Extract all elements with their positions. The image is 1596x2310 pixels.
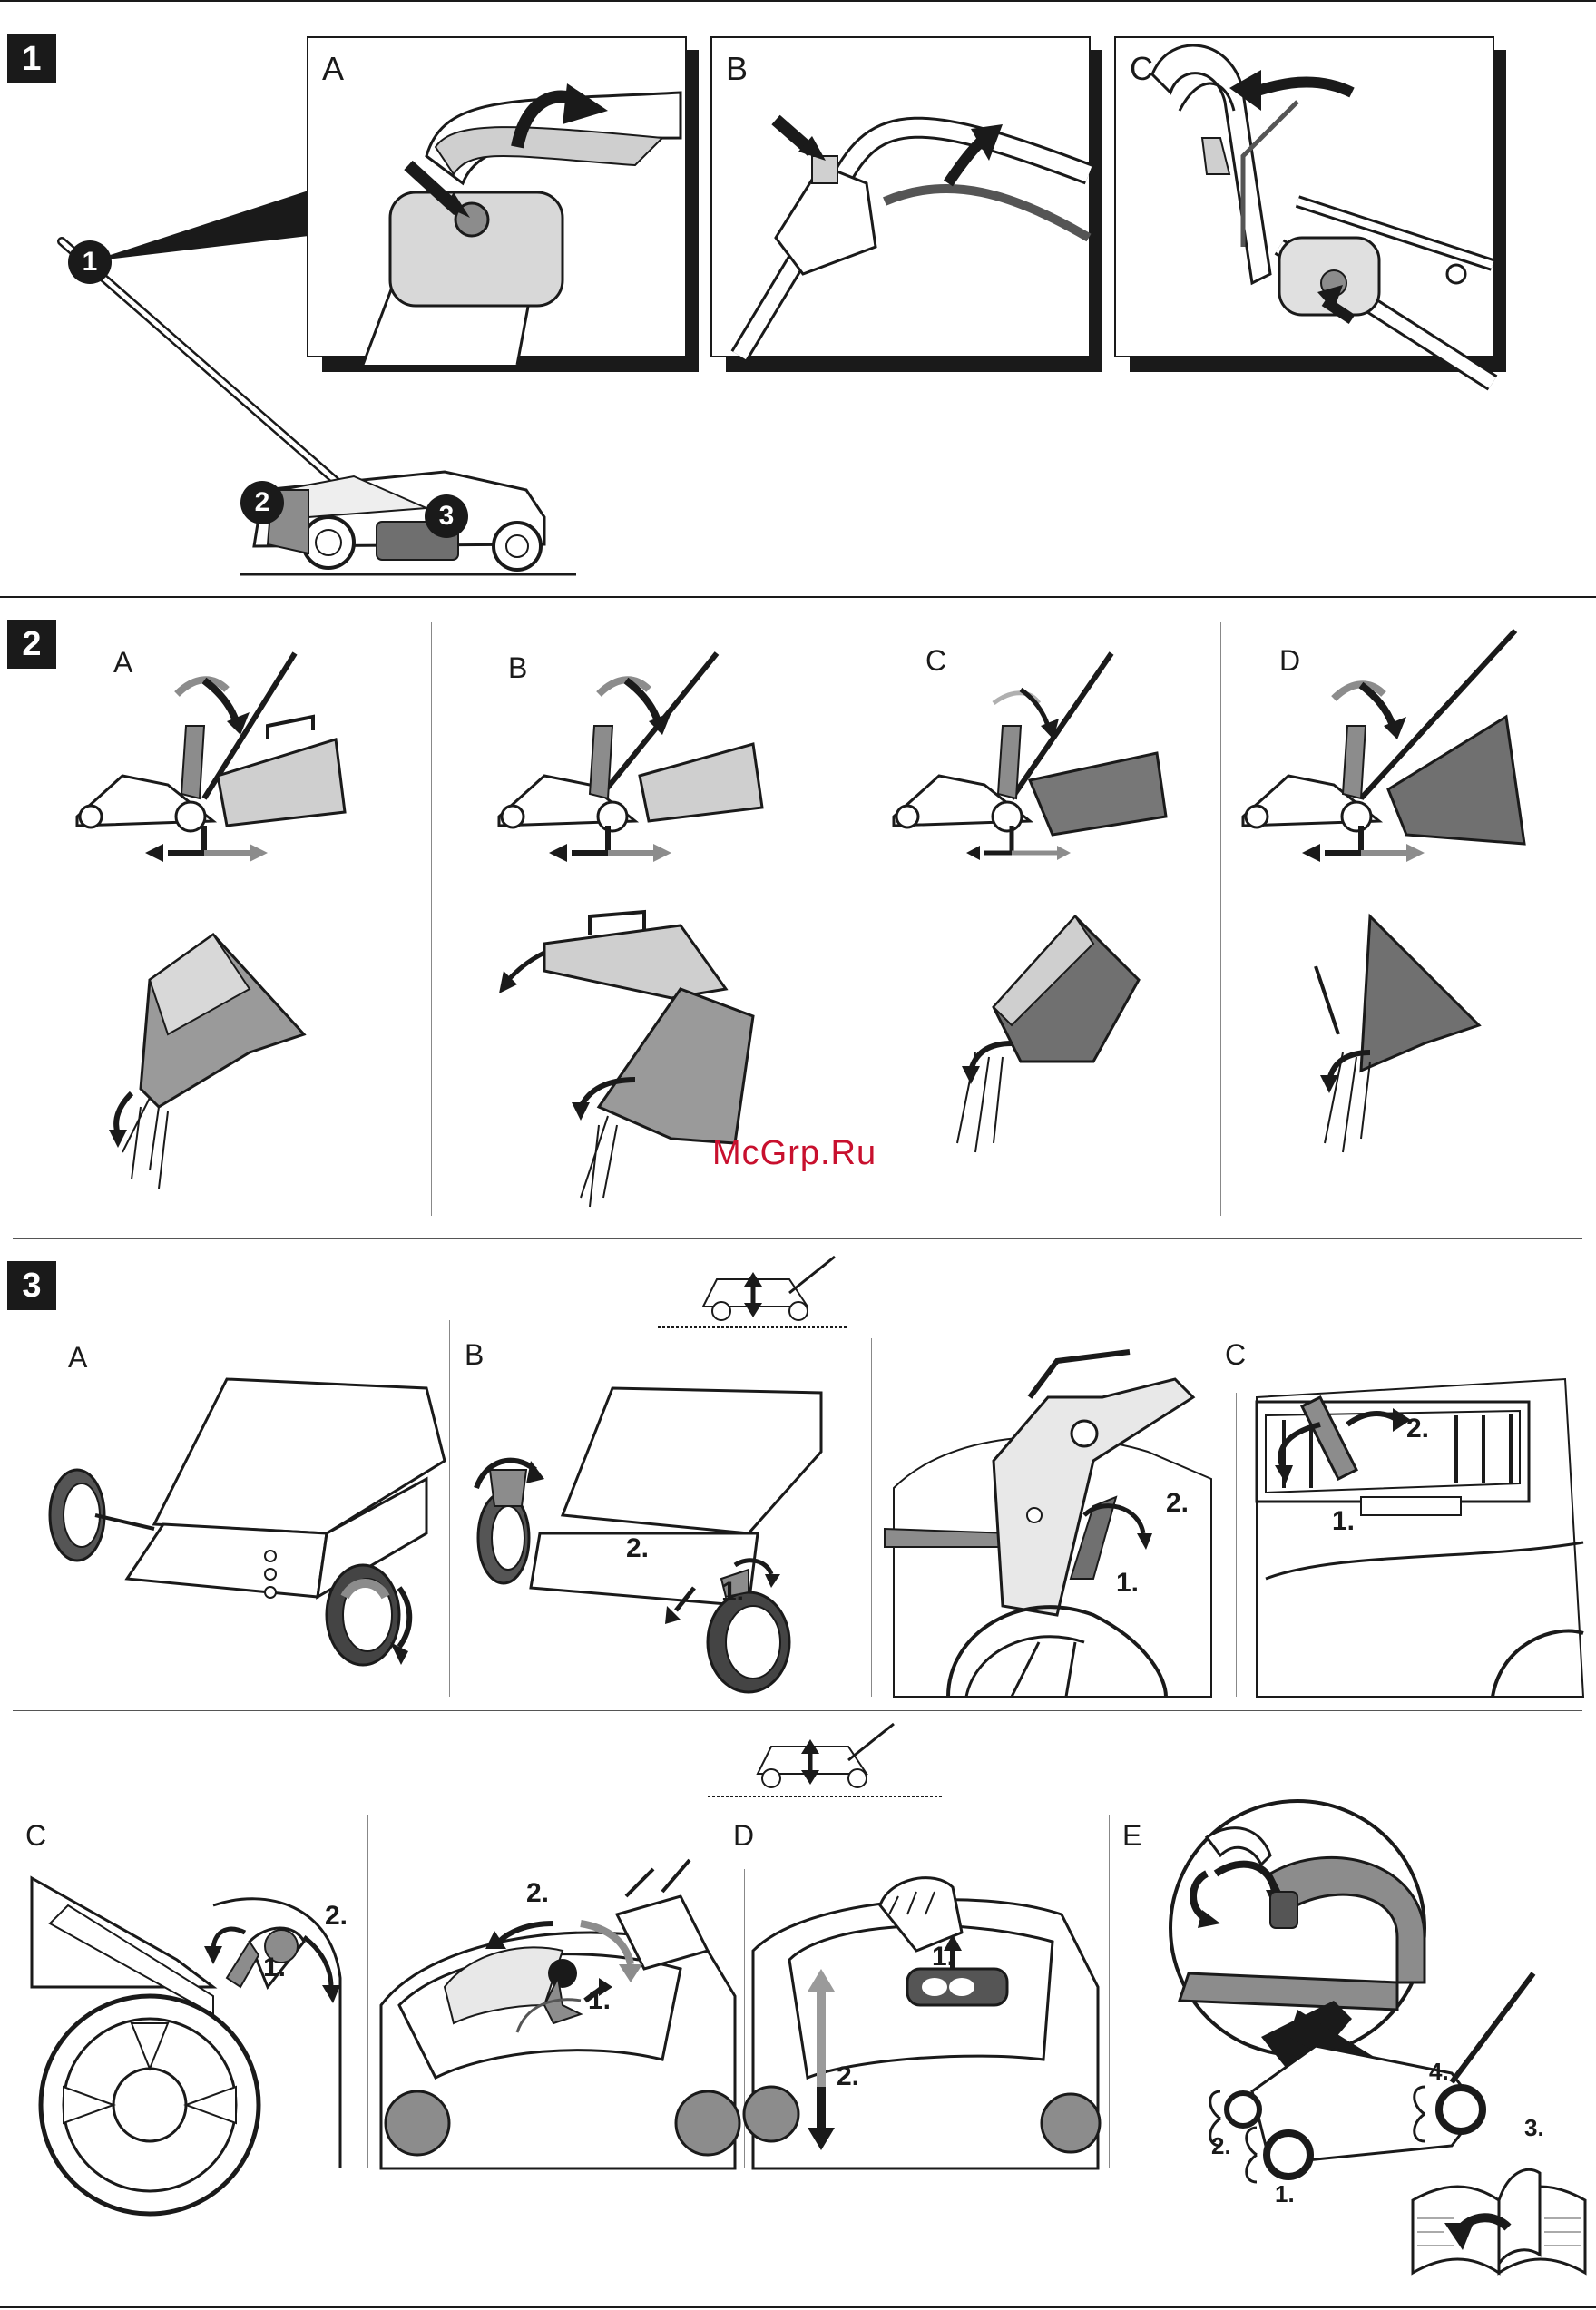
catcher-attach-illustration-a bbox=[68, 635, 367, 1198]
panel-letter-4d: D bbox=[733, 1819, 754, 1853]
catcher-attach-illustration-b bbox=[490, 635, 789, 1216]
step-label-4e-2: 2. bbox=[1211, 2132, 1231, 2160]
height-adjust-mower-icon-2 bbox=[703, 1719, 948, 1801]
divider-4-1 bbox=[367, 1815, 368, 2168]
catcher-attach-illustration-c bbox=[885, 635, 1184, 1198]
panel-letter-4e: E bbox=[1122, 1819, 1141, 1853]
catcher-attach-illustration-d bbox=[1234, 617, 1533, 1198]
handle-fold-lever-illustration bbox=[308, 38, 685, 356]
divider-2-3 bbox=[1220, 622, 1221, 1216]
step-label-3c-2: 2. bbox=[1406, 1414, 1429, 1444]
height-lever-3c-illustration bbox=[1248, 1343, 1583, 1697]
section-badge-2: 2 bbox=[7, 620, 56, 669]
step-label-4c2-2: 2. bbox=[526, 1878, 549, 1909]
panel-letter-3c: C bbox=[1225, 1338, 1246, 1372]
top-rule bbox=[0, 0, 1596, 2]
central-height-adjust-illustration bbox=[32, 1869, 358, 2168]
divider-2-1 bbox=[431, 622, 432, 1216]
switch-box-illustration bbox=[1116, 38, 1493, 356]
panel-letter-1c: C bbox=[1130, 50, 1153, 88]
step-label-4d-1: 1. bbox=[932, 1942, 955, 1972]
divider-4-3 bbox=[1109, 1815, 1110, 2168]
book-icon bbox=[1408, 2164, 1590, 2282]
section-2-rule bbox=[0, 596, 1596, 598]
bottom-rule bbox=[0, 2306, 1596, 2308]
divider-3-1 bbox=[449, 1320, 450, 1697]
step-label-4c-2: 2. bbox=[325, 1901, 348, 1932]
frame-1a bbox=[307, 36, 687, 357]
wheel-height-illustration-b bbox=[458, 1352, 857, 1688]
step-label-4c-1: 1. bbox=[263, 1953, 286, 1983]
height-adjust-mower-icon bbox=[653, 1252, 853, 1334]
central-knob-illustration bbox=[381, 1878, 735, 2168]
divider-3-2 bbox=[871, 1338, 872, 1697]
panel-letter-1b: B bbox=[726, 50, 748, 88]
frame-1b bbox=[710, 36, 1091, 357]
step-label-3b-1: 1. bbox=[721, 1577, 744, 1608]
section-4-rule bbox=[13, 1710, 1582, 1711]
section-badge-3: 3 bbox=[7, 1261, 56, 1310]
step-label-4c2-1: 1. bbox=[588, 1985, 611, 2016]
wheel-height-illustration-a bbox=[27, 1352, 445, 1679]
frame-1c bbox=[1114, 36, 1494, 357]
height-lever-detail-illustration bbox=[876, 1343, 1211, 1697]
callout-2: 2 bbox=[240, 481, 284, 524]
section-3-rule bbox=[13, 1238, 1582, 1239]
step-label-4d-2: 2. bbox=[837, 2061, 859, 2092]
height-adjust-push-illustration bbox=[753, 1878, 1098, 2168]
panel-letter-4c: C bbox=[25, 1819, 46, 1853]
callout-1: 1 bbox=[68, 240, 112, 284]
cable-clip-illustration bbox=[712, 38, 1089, 356]
step-label-3b-2: 2. bbox=[626, 1533, 649, 1564]
divider-3-3 bbox=[1236, 1393, 1237, 1697]
step-label-4e-3: 3. bbox=[1524, 2114, 1544, 2142]
step-label-4e-4: 4. bbox=[1429, 2058, 1449, 2086]
step-label-3b2-1: 1. bbox=[1116, 1568, 1139, 1599]
panel-letter-1a: A bbox=[322, 50, 344, 88]
section-badge-1: 1 bbox=[7, 34, 56, 83]
step-label-3b2-2: 2. bbox=[1166, 1488, 1189, 1519]
watermark: McGrp.Ru bbox=[712, 1134, 876, 1173]
step-label-3c-1: 1. bbox=[1332, 1506, 1355, 1537]
callout-3: 3 bbox=[425, 494, 468, 538]
step-label-4e-1: 1. bbox=[1275, 2180, 1295, 2208]
axle-height-illustration bbox=[1152, 1801, 1533, 2182]
